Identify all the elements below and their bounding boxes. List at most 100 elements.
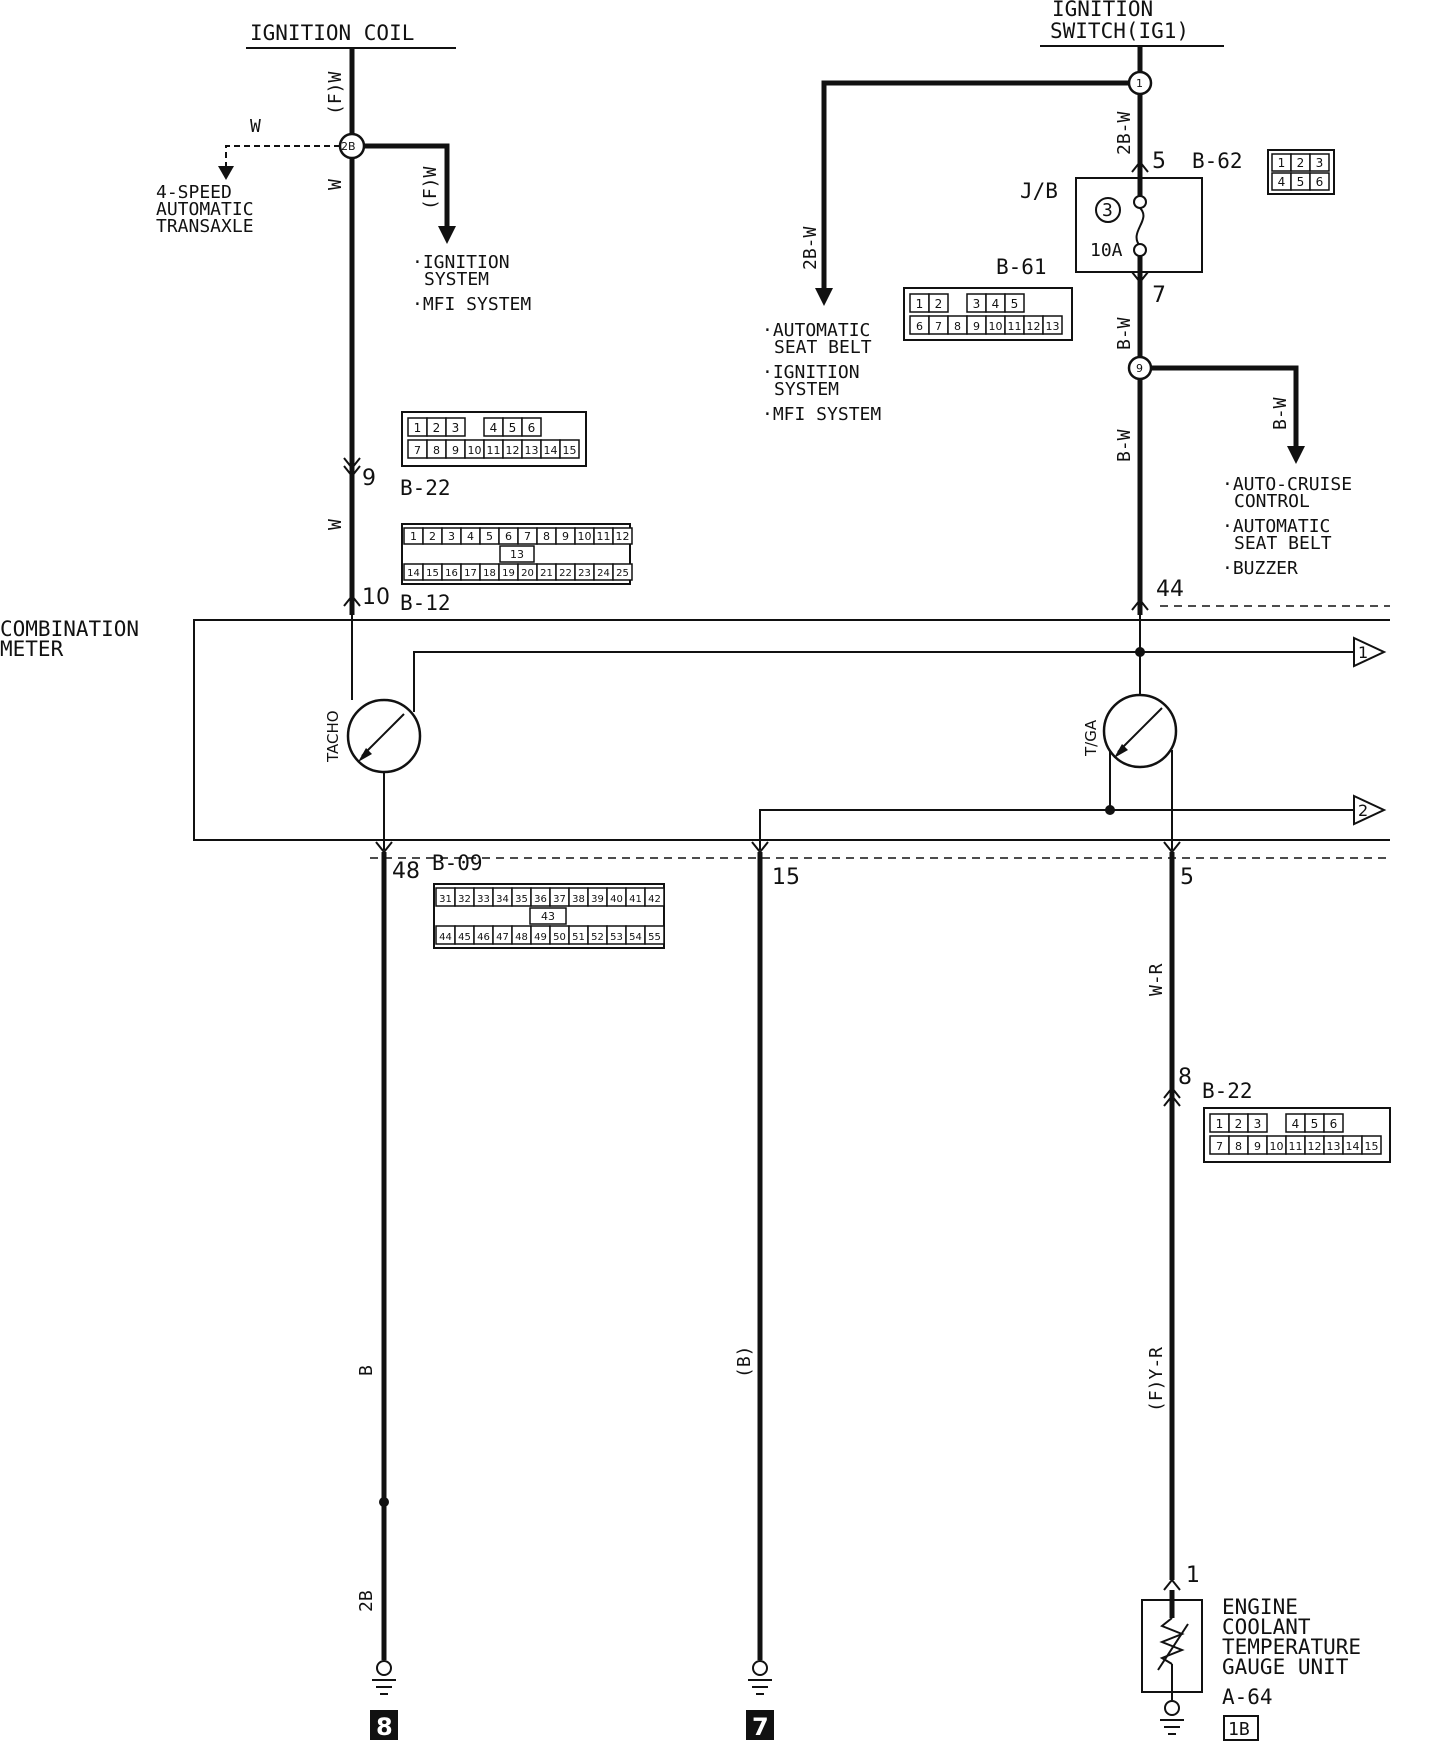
connector-cell-number: 23: [578, 568, 591, 579]
connector-cell-number: 8: [954, 320, 961, 333]
tacho-needle-tip-icon: [358, 748, 372, 762]
connector-cell-number: 9: [973, 320, 980, 333]
meter-44-pin-marker: [1131, 598, 1149, 611]
connector-cell-number: 13: [1046, 320, 1060, 333]
connector-cell-number: 33: [477, 894, 490, 905]
ground-7-badge: [746, 1710, 774, 1740]
connector-cell-number: 18: [483, 568, 496, 579]
connector-cell-number: 7: [935, 320, 942, 333]
bw-branch-right: [1151, 365, 1299, 450]
output-1-label: 1: [1358, 643, 1368, 662]
connector-cell-number: 52: [591, 932, 604, 943]
connector-cell-number: 43: [541, 910, 555, 923]
splice-9-label: 9: [1136, 362, 1143, 375]
connector-cell-number: 1: [916, 297, 924, 311]
connector-cell-number: 14: [1346, 1140, 1360, 1153]
switch-dest-3: ·IGNITION: [762, 362, 860, 383]
connector-cell-number: 21: [540, 568, 553, 579]
connector-cell-number: 36: [534, 894, 547, 905]
combination-meter-label-2: METER: [0, 637, 64, 661]
meter-pin-15: 15: [772, 865, 800, 890]
wire-label-fw-top: (F)W: [325, 71, 346, 115]
connector-cell-number: 14: [407, 568, 420, 579]
connector-cell-number: 2: [935, 297, 943, 311]
connector-cell-number: 10: [989, 320, 1003, 333]
connector-cell-number: 20: [521, 568, 534, 579]
connector-cell: [1309, 153, 1330, 172]
connector-cell-number: 48: [515, 932, 528, 943]
connector-cell-number: 16: [445, 568, 458, 579]
wire-label-w-mid: W: [325, 519, 346, 530]
splice-2b-label: 2B: [341, 140, 356, 153]
connector-cell-number: 6: [1330, 1117, 1338, 1131]
b22-bottom-pin-marker: [1163, 1086, 1181, 1107]
connector-cell-number: 10: [468, 444, 482, 457]
connector-cell-number: 4: [992, 297, 1000, 311]
sensor-label-3: TEMPERATURE: [1222, 1635, 1361, 1659]
connector-cell-number: 11: [1289, 1140, 1303, 1153]
meter-junction-1: [1135, 647, 1145, 657]
tacho-signal-line: [413, 651, 1354, 712]
connector-cell-number: 53: [610, 932, 623, 943]
transaxle-dest-1: 4-SPEED: [156, 182, 232, 203]
connector-cell-number: 4: [1278, 175, 1286, 189]
switch-dest-5: ·MFI SYSTEM: [762, 404, 881, 425]
b12-pin-number: 10: [362, 585, 390, 610]
fuse-number: 3: [1102, 200, 1113, 221]
connector-cell-number: 6: [528, 421, 536, 435]
bw-dest-3: ·AUTOMATIC: [1222, 516, 1330, 537]
bw-dest-1: ·AUTO-CRUISE: [1222, 474, 1352, 495]
connector-cell: [1042, 315, 1063, 335]
b22-bottom-pin: 8: [1178, 1065, 1192, 1090]
connector-cell-number: 38: [572, 894, 585, 905]
bw-dest-4: SEAT BELT: [1234, 533, 1332, 554]
ground-8-badge: [370, 1710, 398, 1740]
connector-cell-number: 31: [439, 894, 452, 905]
connector-cell: [1361, 1135, 1382, 1155]
meter-pin-48: 48: [392, 859, 420, 884]
tga-label: T/GA: [1082, 719, 1100, 757]
switch-pin-1-label: 1: [1136, 77, 1143, 90]
b22-pin-number: 9: [362, 466, 376, 491]
connector-cell-number: 12: [1308, 1140, 1322, 1153]
connector-cell: [644, 925, 665, 945]
connector-cell-number: 11: [487, 444, 501, 457]
sensor-label-1: ENGINE: [1222, 1595, 1298, 1619]
connector-cell-number: 8: [1235, 1140, 1242, 1153]
connector-cell-number: 39: [591, 894, 604, 905]
connector-cell-number: 17: [464, 568, 477, 579]
b22-bottom-label: B-22: [1202, 1079, 1253, 1103]
jb-in-pin-marker: [1131, 160, 1149, 173]
connector-cell-number: 4: [467, 530, 474, 543]
coil-system-branch: [364, 143, 450, 230]
connector-cell-number: 11: [597, 530, 611, 543]
connector-cell-number: 3: [1254, 1117, 1262, 1131]
transaxle-arrow-icon: [218, 166, 234, 180]
fuse-bottom-terminal: [1133, 243, 1147, 257]
wire-label-bw-b: B-W: [1114, 429, 1135, 462]
connector-cell: [612, 527, 633, 545]
tacho-label: TACHO: [324, 710, 342, 763]
output-2-label: 2: [1358, 801, 1368, 820]
wire-label-2bw-top: 2B-W: [1114, 111, 1135, 155]
b62-label: B-62: [1192, 149, 1243, 173]
connector-cell-number: 22: [559, 568, 572, 579]
combination-meter-box: [193, 619, 1390, 841]
connector-cell: [644, 887, 665, 907]
b22-pin-marker: [343, 457, 361, 478]
connector-cell-number: 5: [1311, 1117, 1319, 1131]
connector-cell-number: 6: [916, 320, 923, 333]
connector-cell-number: 1: [410, 530, 417, 543]
connector-cell-number: 7: [414, 444, 421, 457]
jb-label: J/B: [1020, 179, 1058, 203]
fuse-top-terminal: [1133, 195, 1147, 209]
transaxle-dest-3: TRANSAXLE: [156, 216, 254, 237]
ground-7-number: 7: [752, 1713, 769, 1741]
connector-cell-number: 12: [616, 530, 630, 543]
wire-label-wr: W-R: [1146, 963, 1167, 996]
thermistor-icon: [1159, 1617, 1185, 1665]
connector-cell-number: 45: [458, 932, 471, 943]
